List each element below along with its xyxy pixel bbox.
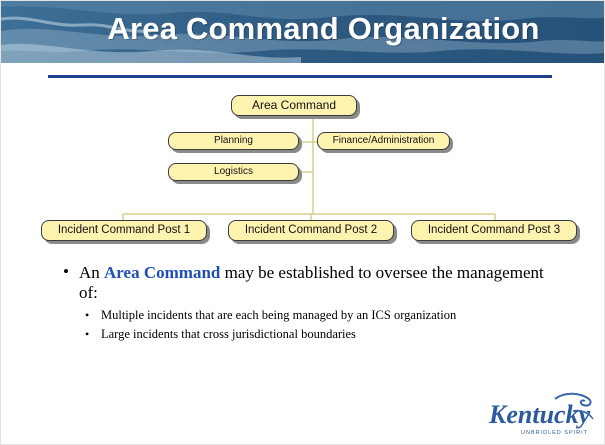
- incident-command-post-1-box: Incident Command Post 1: [41, 220, 207, 241]
- main-bullet: •An Area Command may be established to o…: [63, 262, 544, 302]
- wave-background: [1, 1, 604, 63]
- svg-text:UNBRIDLED SPIRIT: UNBRIDLED SPIRIT: [521, 430, 588, 436]
- area-command-highlight: Area Command: [104, 263, 221, 282]
- bullet-icon: •: [85, 308, 90, 322]
- incident-command-post-3-box: Incident Command Post 3: [411, 220, 577, 241]
- logistics-box: Logistics: [168, 163, 299, 181]
- kentucky-logo: Kentucky UNBRIDLED SPIRIT: [488, 392, 594, 436]
- svg-text:Kentucky: Kentucky: [488, 400, 591, 429]
- planning-box: Planning: [168, 132, 299, 150]
- incident-command-post-2-box: Incident Command Post 2: [228, 220, 394, 241]
- sub-bullet: •Multiple incidents that are each being …: [85, 308, 457, 322]
- bullet-list: •An Area Command may be established to o…: [63, 262, 563, 341]
- finance-administration-box: Finance/Administration: [317, 132, 450, 150]
- page-title: Area Command Organization: [107, 11, 540, 46]
- title-underline: [48, 75, 552, 78]
- bullet-icon: •: [63, 262, 69, 281]
- sub-bullet: •Large incidents that cross jurisdiction…: [85, 327, 356, 341]
- title-banner: Area Command Organization: [1, 1, 604, 63]
- bullet-icon: •: [85, 327, 90, 341]
- area-command-box: Area Command: [231, 95, 357, 116]
